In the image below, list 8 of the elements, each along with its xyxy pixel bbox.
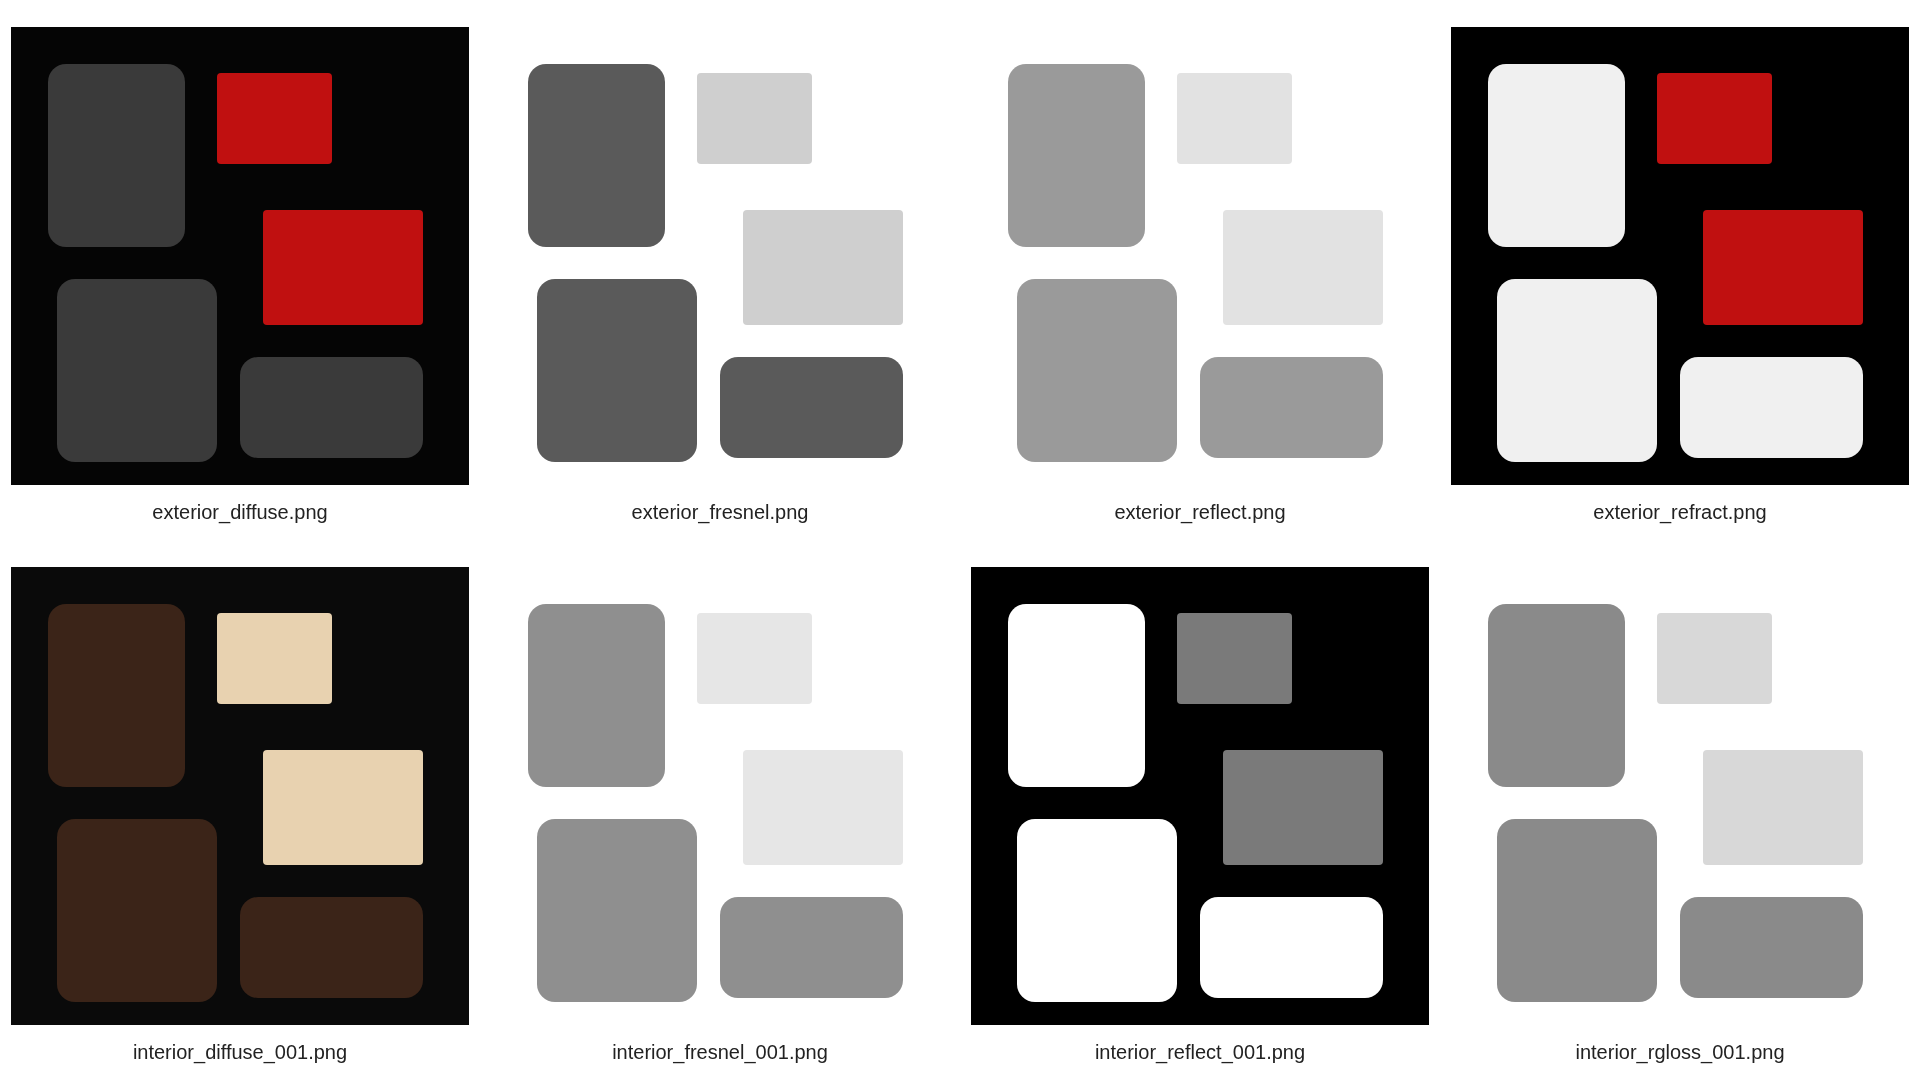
file-name-caption: interior_rgloss_001.png xyxy=(1574,1041,1786,1064)
file-name-caption: exterior_diffuse.png xyxy=(151,501,329,524)
file-name-caption: exterior_reflect.png xyxy=(1113,501,1287,524)
file-name-caption: exterior_fresnel.png xyxy=(630,501,810,524)
file-name-caption: interior_fresnel_001.png xyxy=(611,1041,829,1064)
file-name-caption: interior_diffuse_001.png xyxy=(131,1041,349,1064)
file-name-caption: exterior_refract.png xyxy=(1592,501,1768,524)
file-name-caption: interior_reflect_001.png xyxy=(1093,1041,1307,1064)
